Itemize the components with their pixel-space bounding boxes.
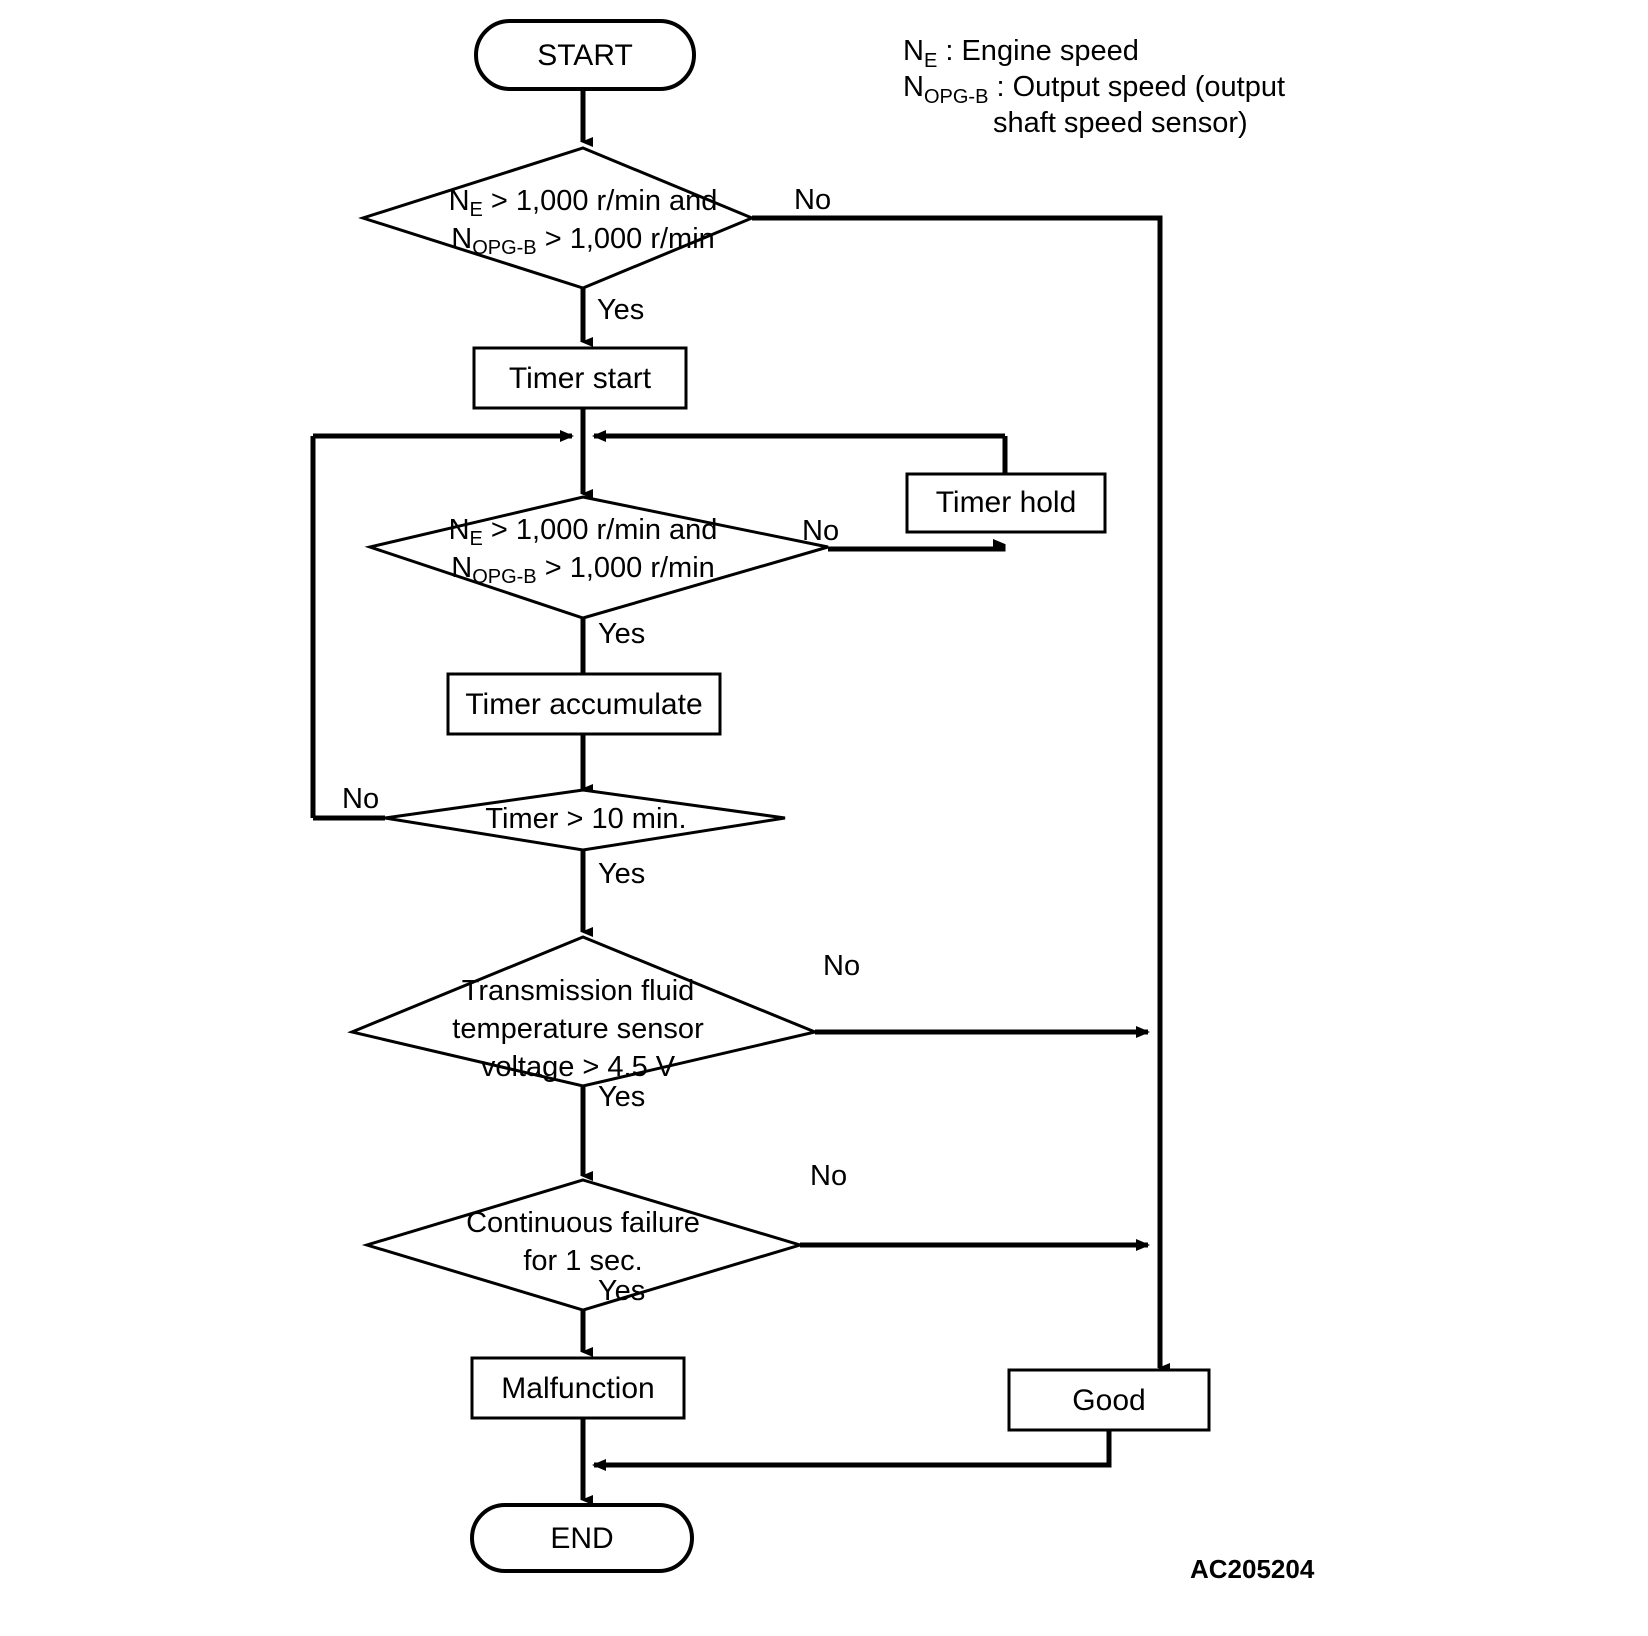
label-decision4-no: No [823, 950, 860, 982]
decision4-line3: voltage > 4.5 V [481, 1051, 676, 1083]
node-timer-hold[interactable]: Timer hold [905, 472, 1107, 534]
decision1-shape [358, 146, 756, 290]
end-label: END [550, 1522, 613, 1555]
start-label: START [537, 39, 633, 72]
end-shape [470, 1503, 694, 1573]
node-malfunction[interactable]: Malfunction [470, 1356, 686, 1420]
timer-accumulate-label: Timer accumulate [465, 688, 702, 721]
decision2-line1: NE > 1,000 r/min and [449, 514, 718, 550]
decision5-line1: Continuous failure [466, 1207, 700, 1239]
legend-symbol-0: N [903, 35, 924, 67]
node-decision5[interactable]: Continuous failure for 1 sec. [361, 1178, 806, 1312]
timer-start-shape [472, 346, 688, 410]
timer-hold-shape [905, 472, 1107, 534]
legend-row-0: NE : Engine speed [903, 35, 1139, 72]
label-decision5-yes: Yes [598, 1275, 645, 1307]
legend-symbol-1: N [903, 71, 924, 103]
decision4-line1: Transmission fluid [462, 975, 695, 1007]
label-decision5-no: No [810, 1160, 847, 1192]
node-decision2[interactable]: NE > 1,000 r/min and NOPG-B > 1,000 r/mi… [364, 495, 829, 620]
good-shape [1007, 1368, 1211, 1432]
decision1-line2: NOPG-B > 1,000 r/min [451, 223, 715, 259]
legend-block: NE : Engine speed NOPG-B : Output speed … [903, 35, 1285, 139]
node-decision4[interactable]: Transmission fluid temperature sensor vo… [347, 935, 820, 1088]
malfunction-label: Malfunction [501, 1372, 654, 1405]
diagram-code: AC205204 [1190, 1554, 1315, 1584]
node-timer-accumulate[interactable]: Timer accumulate [446, 672, 722, 736]
decision4-line2: temperature sensor [452, 1013, 704, 1045]
label-decision2-yes: Yes [598, 618, 645, 650]
node-end[interactable]: END [470, 1503, 694, 1573]
good-label: Good [1072, 1384, 1145, 1417]
legend-sep-0: : [937, 35, 961, 67]
timer-accumulate-shape [446, 672, 722, 736]
decision5-line2: for 1 sec. [523, 1245, 642, 1277]
node-timer-start[interactable]: Timer start [472, 346, 688, 410]
label-decision1-no: No [794, 184, 831, 216]
decision2-line2: NOPG-B > 1,000 r/min [451, 552, 715, 588]
legend-row-1: NOPG-B : Output speed (output [903, 71, 1285, 108]
node-good[interactable]: Good [1007, 1368, 1211, 1432]
legend-text-0: Engine speed [961, 35, 1138, 67]
node-start[interactable]: START [474, 19, 696, 91]
legend-sep-1: : [988, 71, 1012, 103]
node-decision3[interactable]: Timer > 10 min. [384, 788, 786, 852]
label-decision3-no: No [342, 783, 379, 815]
timer-start-label: Timer start [509, 362, 652, 395]
decision3-label: Timer > 10 min. [485, 803, 686, 835]
edge-good-to-merge [592, 1430, 1112, 1471]
legend-row-2: shaft speed sensor) [993, 107, 1248, 139]
legend-subscript-1: OPG-B [924, 86, 988, 108]
label-decision1-yes: Yes [597, 294, 644, 326]
legend-subscript-0: E [924, 50, 937, 72]
legend-text-1: Output speed (output [1013, 71, 1285, 103]
label-decision3-yes: Yes [598, 858, 645, 890]
malfunction-shape [470, 1356, 686, 1420]
decision1-line1: NE > 1,000 r/min and [449, 185, 718, 221]
label-decision2-no: No [802, 515, 839, 547]
label-decision4-yes: Yes [598, 1081, 645, 1113]
timer-hold-label: Timer hold [936, 486, 1077, 519]
node-decision1[interactable]: NE > 1,000 r/min and NOPG-B > 1,000 r/mi… [358, 146, 756, 290]
edge-decision1-no [752, 215, 1163, 300]
